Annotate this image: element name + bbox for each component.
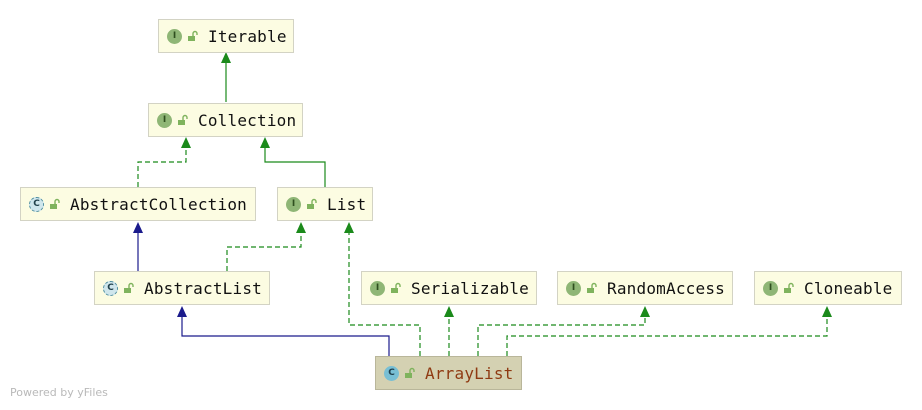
node-label: ArrayList <box>425 363 514 383</box>
abstract-class-badge-icon: C <box>103 280 118 296</box>
interface-badge-icon: I <box>157 112 172 128</box>
node-label: Iterable <box>208 26 287 46</box>
edge-arraylist-abstractlist <box>177 306 390 356</box>
node-label: AbstractList <box>144 278 262 298</box>
unlocked-icon <box>188 30 198 41</box>
node-collection[interactable]: I Collection <box>148 103 303 137</box>
node-label: List <box>327 194 367 214</box>
unlocked-icon <box>307 198 317 209</box>
edge-abstractlist-abstractcollection <box>133 222 143 271</box>
unlocked-icon <box>587 282 597 293</box>
node-label: Cloneable <box>804 278 893 298</box>
class-badge-icon: C <box>384 365 399 381</box>
edge-arraylist-cloneable <box>506 306 832 356</box>
node-abstract-collection[interactable]: C AbstractCollection <box>20 187 256 221</box>
node-random-access[interactable]: I RandomAccess <box>557 271 733 305</box>
unlocked-icon <box>391 282 401 293</box>
node-cloneable[interactable]: I Cloneable <box>754 271 902 305</box>
edge-arraylist-serializable <box>444 306 454 356</box>
unlocked-icon <box>124 282 134 293</box>
edge-list-collection <box>260 137 326 187</box>
interface-badge-icon: I <box>763 280 778 296</box>
edge-arraylist-randomaccess <box>477 306 650 356</box>
node-array-list[interactable]: C ArrayList <box>375 356 522 390</box>
node-label: AbstractCollection <box>70 194 247 214</box>
unlocked-icon <box>178 114 188 125</box>
node-label: Serializable <box>411 278 529 298</box>
edge-abstractlist-list <box>226 222 306 271</box>
node-serializable[interactable]: I Serializable <box>361 271 537 305</box>
interface-badge-icon: I <box>370 280 385 296</box>
interface-badge-icon: I <box>286 196 301 212</box>
node-list[interactable]: I List <box>277 187 373 221</box>
watermark-text: Powered by yFiles <box>10 386 108 399</box>
unlocked-icon <box>50 198 60 209</box>
edge-arraylist-list <box>344 222 421 356</box>
edge-abstractcollection-collection <box>137 137 191 187</box>
interface-badge-icon: I <box>167 28 182 44</box>
node-label: RandomAccess <box>607 278 725 298</box>
edge-collection-iterable <box>221 52 231 102</box>
unlocked-icon <box>784 282 794 293</box>
abstract-class-badge-icon: C <box>29 196 44 212</box>
node-iterable[interactable]: I Iterable <box>158 19 294 53</box>
interface-badge-icon: I <box>566 280 581 296</box>
node-abstract-list[interactable]: C AbstractList <box>94 271 270 305</box>
unlocked-icon <box>405 367 415 378</box>
node-label: Collection <box>198 110 297 130</box>
